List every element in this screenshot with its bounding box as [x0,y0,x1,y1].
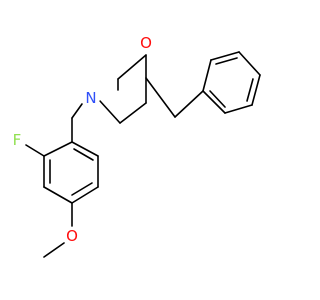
bond [209,90,226,108]
nitrogen-label: N [85,89,96,107]
bond [71,186,99,204]
bond [71,103,83,119]
bond [238,51,261,76]
bond [43,141,73,157]
bond [43,186,73,204]
chemical-structure-diagram: O N F O [8,34,261,258]
bond [202,59,212,92]
bond [145,77,176,118]
bond [117,54,147,80]
nitrogen-atom: N [82,89,100,107]
bond [215,57,238,65]
bond [73,148,94,161]
bonds [25,51,261,258]
atom-labels: O N F O [8,34,155,245]
fluorine-label: F [13,131,22,149]
bond [71,182,93,196]
bond [43,242,65,258]
bond [174,90,204,118]
bond [251,74,261,106]
bond [246,78,254,102]
bond [25,144,45,157]
bond [224,104,253,114]
bond [202,90,226,114]
ring-oxygen-label: O [140,34,152,52]
ring-oxygen-atom: O [137,34,155,52]
bond [210,51,240,61]
methoxy-oxygen-atom: O [63,227,81,245]
bond [99,100,121,124]
fluorine-atom: F [8,131,26,149]
bond [71,141,99,157]
methoxy-oxygen-label: O [66,227,78,245]
bond [119,102,147,124]
